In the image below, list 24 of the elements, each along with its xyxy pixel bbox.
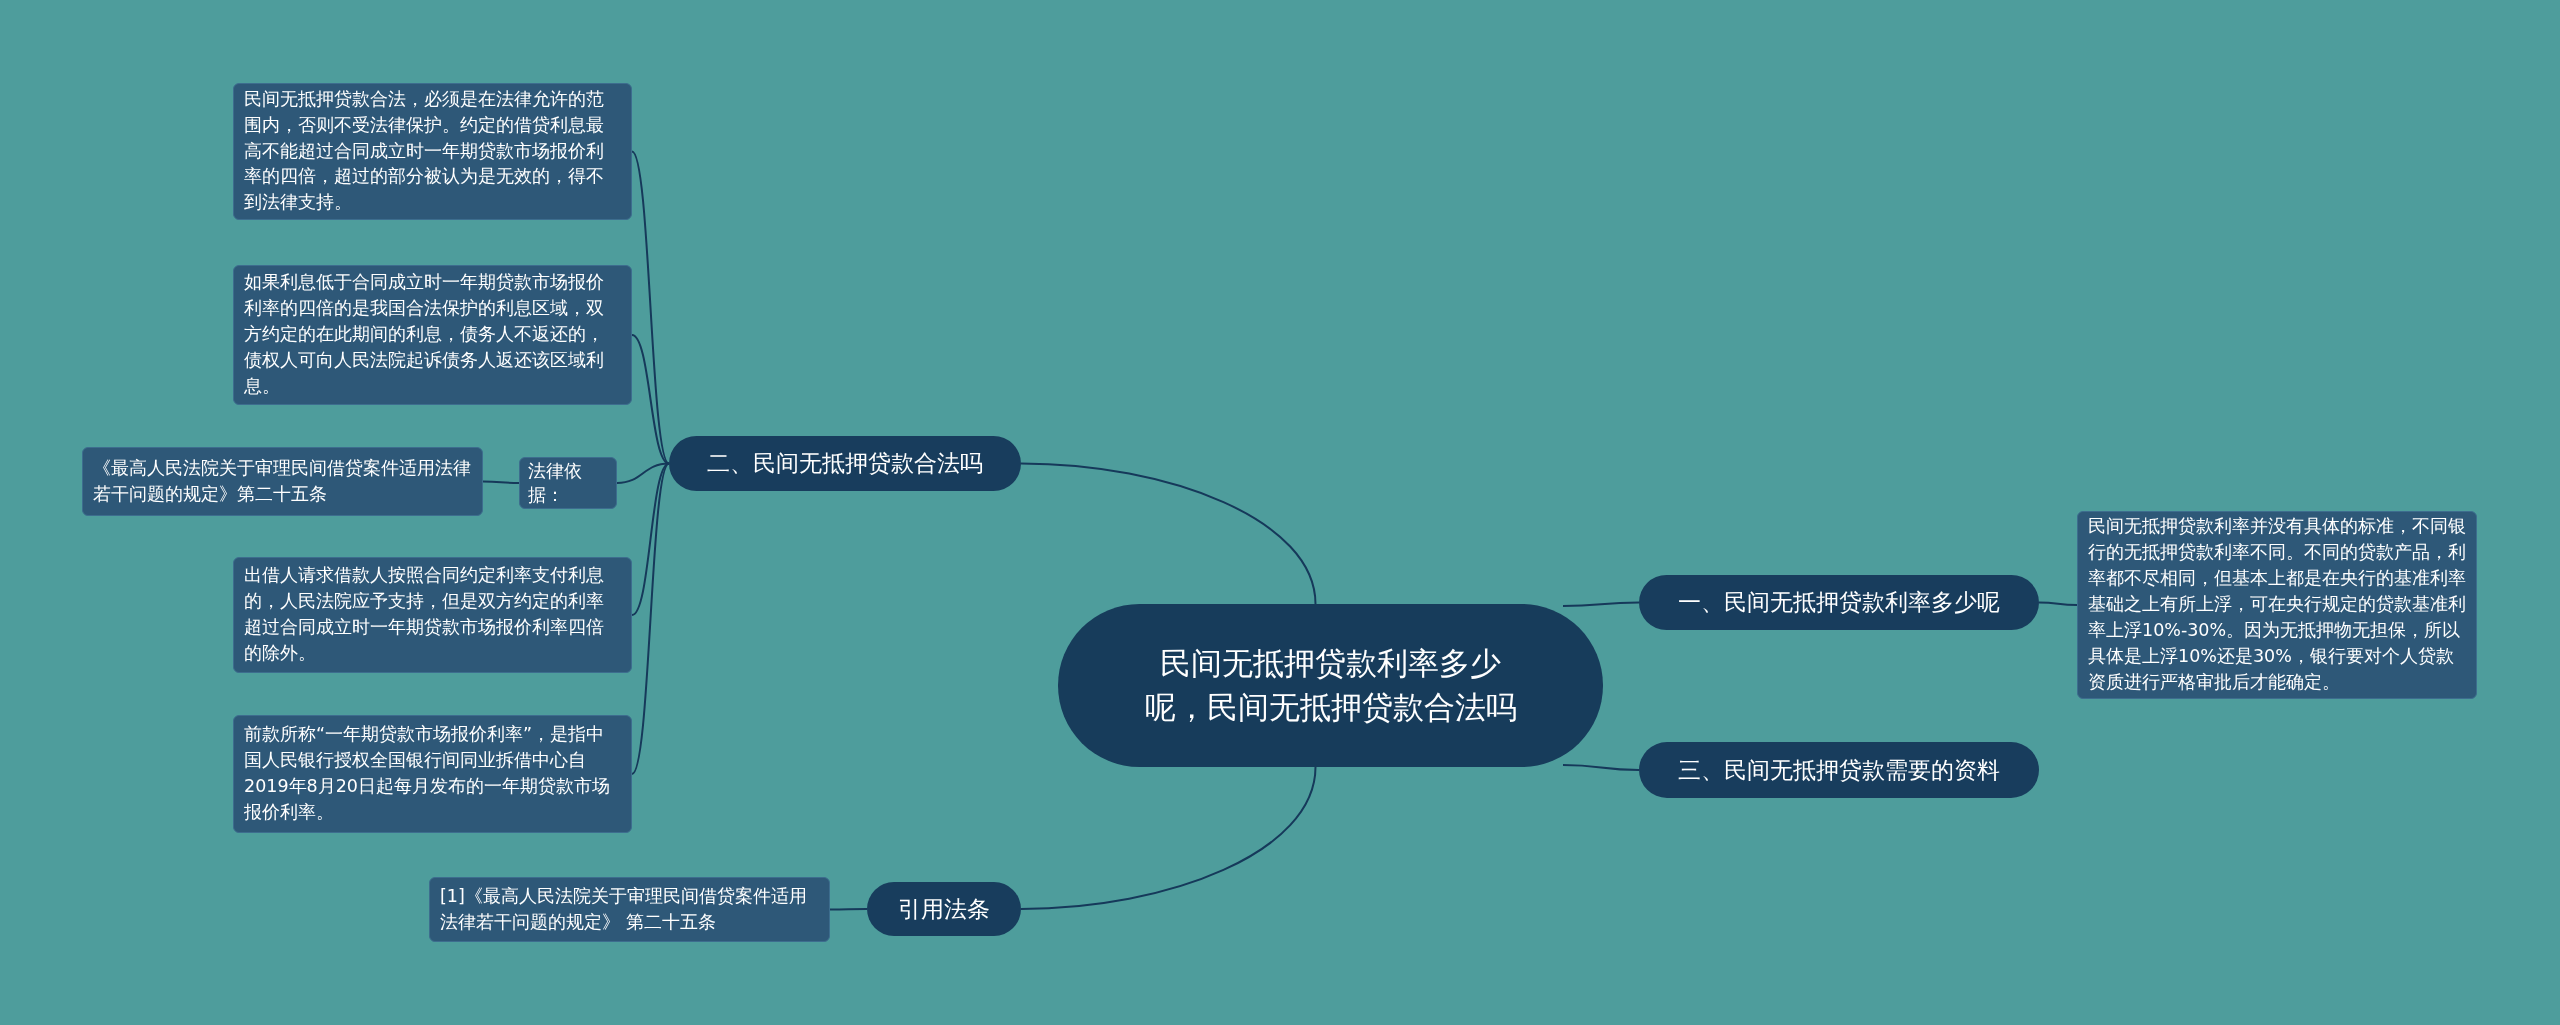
connector-line [2038,601,2078,606]
label-box: 法律依据： [519,457,617,509]
branch-topic: 二、民间无抵押贷款合法吗 [669,436,1021,491]
connector-line [631,334,670,465]
note-box: 如果利息低于合同成立时一年期贷款市场报价利率的四倍的是我国合法保护的利息区域，双方约定的在此期间的利息，债务人不返还的，债权人可向人民法院起诉债务人返还该区域利息。 [233,265,632,405]
branch-topic: 一、民间无抵押贷款利率多少呢 [1639,575,2039,630]
connector-line [1562,601,1640,607]
note-box: 民间无抵押贷款利率并没有具体的标准，不同银行的无抵押贷款利率不同。不同的贷款产品，利率都不尽相同，但基本上都是在央行的基准利率基础之上有所上浮，可在央行规定的贷款基准利率上浮10%-30%。因为无抵押物无担保，所以具体是上浮10%还是30%，银行要对个人贷款资质进行严格审批后才能确定。 [2077,511,2477,699]
note-box: 《最高人民法院关于审理民间借贷案件适用法律若干问题的规定》第二十五条 [82,447,483,516]
branch-topic: 引用法条 [867,882,1021,936]
note-box: 民间无抵押贷款合法，必须是在法律允许的范围内，否则不受法律保护。约定的借贷利息最高不能超过合同成立时一年期贷款市场报价利率的四倍，超过的部分被认为是无效的，得不到法律支持。 [233,83,632,220]
connector-line [1020,462,1317,605]
connector-line [631,150,670,465]
central-topic: 民间无抵押贷款利率多少呢，民间无抵押贷款合法吗 [1058,604,1603,767]
connector-line [1562,764,1640,771]
connector-line [631,462,670,616]
note-box: 前款所称“一年期贷款市场报价利率”，是指中国人民银行授权全国银行间同业拆借中心自2019年8月20日起每月发布的一年期贷款市场报价利率。 [233,715,632,833]
connector-line [1020,766,1317,910]
connector-line [631,462,670,775]
connector-line [829,908,868,911]
connector-line [482,480,520,484]
note-box: [1]《最高人民法院关于审理民间借贷案件适用法律若干问题的规定》 第二十五条 [429,877,830,942]
branch-topic: 三、民间无抵押贷款需要的资料 [1639,742,2039,798]
note-box: 出借人请求借款人按照合同约定利率支付利息的，人民法院应予支持，但是双方约定的利率超过合同成立时一年期贷款市场报价利率四倍的除外。 [233,557,632,673]
